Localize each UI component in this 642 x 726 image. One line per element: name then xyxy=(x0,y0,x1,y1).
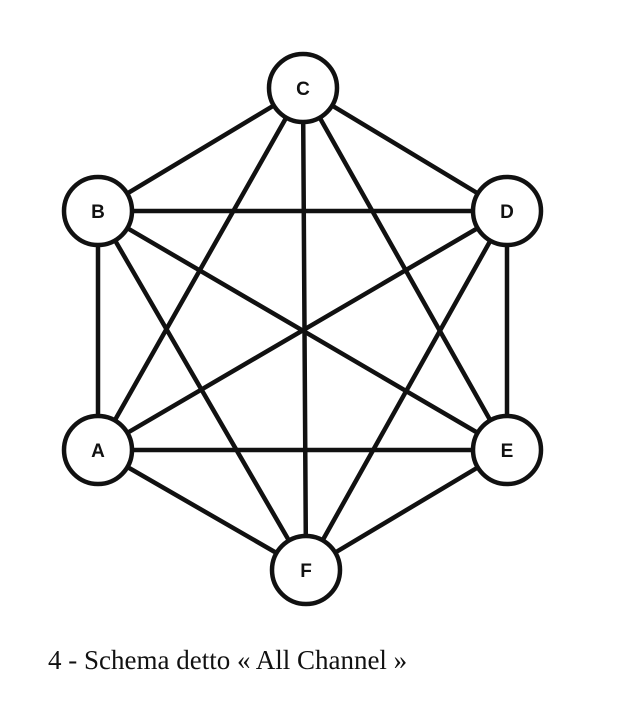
node-d: D xyxy=(470,174,544,248)
diagram-edges xyxy=(95,85,510,573)
node-circle-e xyxy=(470,413,544,487)
edge-d-f xyxy=(303,208,510,573)
node-label-a: A xyxy=(91,441,105,462)
node-a: A xyxy=(61,413,135,487)
node-label-c: C xyxy=(296,79,310,100)
node-label-e: E xyxy=(501,441,514,462)
node-label-d: D xyxy=(500,202,514,223)
diagram-nodes: A B C D E F xyxy=(61,51,544,607)
node-circle-b xyxy=(61,174,135,248)
node-c: C xyxy=(266,51,340,125)
node-circle-d xyxy=(470,174,544,248)
node-circle-f xyxy=(269,533,343,607)
node-label-b: B xyxy=(91,202,105,223)
edge-c-f xyxy=(300,85,309,573)
edge-c-d xyxy=(300,85,510,214)
node-circle-c xyxy=(266,51,340,125)
figure-caption: 4 - Schema detto « All Channel » xyxy=(48,645,408,675)
edge-a-f xyxy=(95,447,309,573)
edge-b-c xyxy=(95,85,306,214)
edge-e-f xyxy=(303,447,510,573)
edge-c-e xyxy=(300,85,510,453)
edge-b-f xyxy=(95,208,309,573)
node-label-f: F xyxy=(300,561,312,582)
node-f: F xyxy=(269,533,343,607)
node-circle-a xyxy=(61,413,135,487)
node-b: B xyxy=(61,174,135,248)
node-e: E xyxy=(470,413,544,487)
